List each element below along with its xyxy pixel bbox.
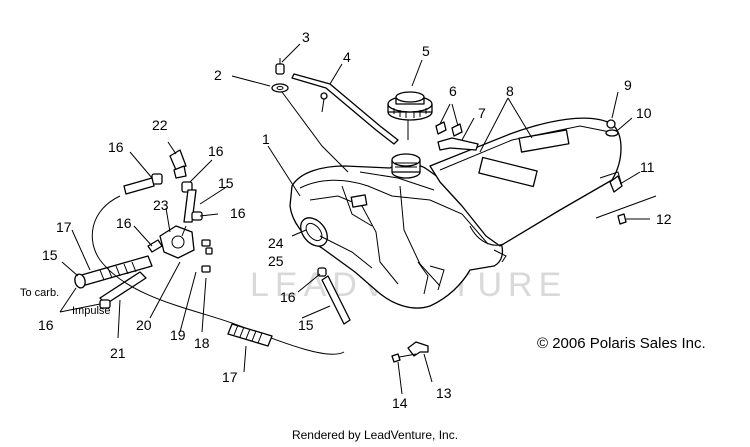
callout-15-upper: 15 [218, 175, 234, 191]
copyright-notice: © 2006 Polaris Sales Inc. [537, 335, 706, 352]
fitting-upper [151, 173, 193, 193]
short-hose [123, 177, 155, 195]
leader-lines [59, 43, 641, 395]
filler-neck [391, 153, 421, 179]
hose-route-line [281, 91, 349, 173]
callout-16-c: 16 [230, 205, 246, 221]
callout-16-d: 16 [116, 215, 132, 231]
grommet [271, 83, 289, 93]
fasteners-right [595, 119, 657, 225]
callout-15-center: 15 [298, 317, 314, 333]
callout-17-left: 17 [56, 219, 72, 235]
callout-25: 25 [268, 253, 284, 269]
spring-hose-left [74, 255, 153, 289]
callout-6: 6 [449, 83, 457, 99]
petcock-lever [169, 149, 187, 179]
callout-16-b: 16 [208, 143, 224, 159]
callout-17-lower: 17 [222, 369, 238, 385]
vent-bracket [437, 137, 479, 151]
callout-14: 14 [392, 395, 408, 411]
rollover-valve [275, 58, 285, 75]
callout-3: 3 [302, 29, 310, 45]
callout-12: 12 [656, 211, 672, 227]
callout-7: 7 [478, 105, 486, 121]
callout-22: 22 [152, 117, 168, 133]
callout-20: 20 [136, 317, 152, 333]
callout-23: 23 [153, 197, 169, 213]
fuel-line-center [317, 267, 351, 325]
rendered-by-footer: Rendered by LeadVenture, Inc. [291, 428, 459, 442]
label-to-carb: To carb. [20, 287, 59, 299]
callout-1: 1 [262, 131, 270, 147]
callout-5: 5 [422, 43, 430, 59]
callout-15-left: 15 [42, 247, 58, 263]
fuel-tank [289, 163, 507, 309]
callout-18: 18 [194, 335, 210, 351]
fuel-petcock [147, 225, 213, 273]
callout-16-e: 16 [38, 317, 54, 333]
lower-bracket [391, 341, 429, 363]
callout-10: 10 [636, 105, 652, 121]
callout-11: 11 [640, 159, 655, 175]
callout-19: 19 [170, 327, 186, 343]
fuel-line-loop [91, 195, 345, 355]
sender-plate [300, 217, 328, 247]
fuel-cap [387, 91, 433, 140]
label-impulse: Impulse [72, 305, 111, 317]
callout-4: 4 [343, 49, 351, 65]
callout-16-a: 16 [108, 139, 124, 155]
hose-clips [435, 121, 463, 137]
callout-13: 13 [436, 385, 452, 401]
callout-2: 2 [214, 67, 222, 83]
tank-strap [319, 235, 373, 269]
callout-numbers: 3 2 4 5 6 7 8 9 10 11 12 1 24 25 16 15 1… [20, 29, 672, 411]
callout-8: 8 [506, 83, 514, 99]
callout-16-center: 16 [280, 289, 296, 305]
callout-24: 24 [268, 235, 284, 251]
spring-hose-lower [227, 323, 273, 347]
callout-9: 9 [624, 77, 632, 93]
callout-21: 21 [110, 345, 126, 361]
vent-hose [291, 73, 399, 145]
